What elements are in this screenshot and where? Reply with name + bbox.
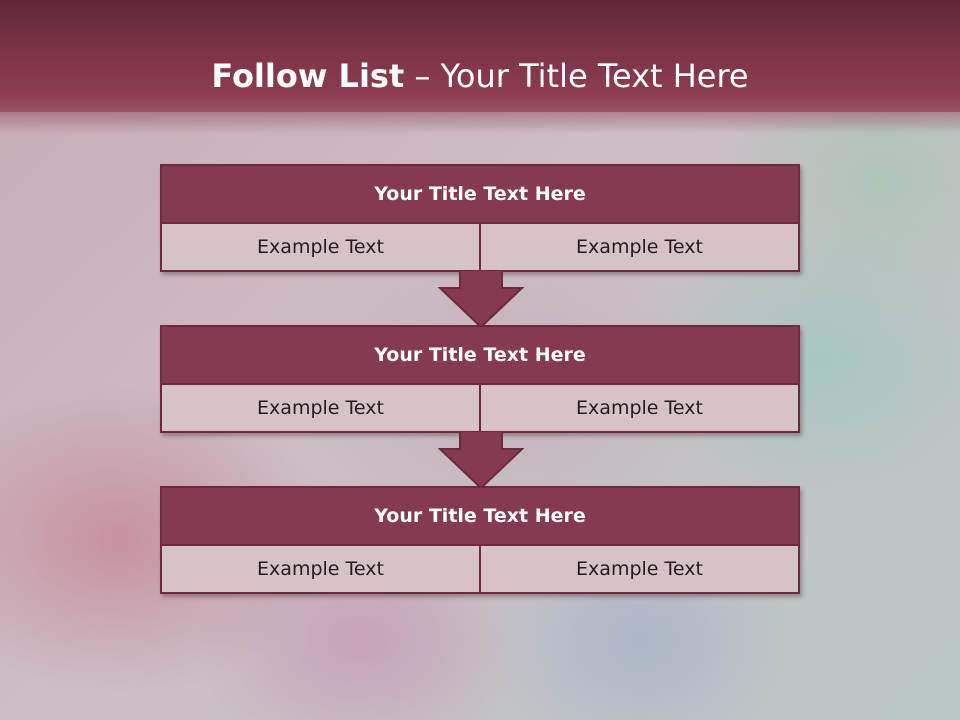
slide-title: Follow List – Your Title Text Here [0,56,960,96]
title-bar [0,0,960,112]
slide-title-bold: Follow List [211,57,405,95]
step-2-right-text: Example Text [479,385,798,431]
step-box-1: Your Title Text Here Example Text Exampl… [160,164,800,272]
step-row-2: Example Text Example Text [162,385,798,431]
step-box-2: Your Title Text Here Example Text Exampl… [160,325,800,433]
down-arrow-icon [438,270,524,328]
slide-title-rest: – Your Title Text Here [404,57,749,95]
step-3-right-text: Example Text [479,546,798,592]
step-3-left-text: Example Text [257,558,384,580]
title-bar-fade [0,112,960,134]
step-1-right-text: Example Text [479,224,798,270]
step-title-2: Your Title Text Here [162,327,798,385]
step-1-left-text: Example Text [257,236,384,258]
step-row-3: Example Text Example Text [162,546,798,592]
step-row-1: Example Text Example Text [162,224,798,270]
down-arrow-icon [438,431,524,489]
step-box-3: Your Title Text Here Example Text Exampl… [160,486,800,594]
step-title-3: Your Title Text Here [162,488,798,546]
step-title-1: Your Title Text Here [162,166,798,224]
step-2-left-text: Example Text [257,397,384,419]
